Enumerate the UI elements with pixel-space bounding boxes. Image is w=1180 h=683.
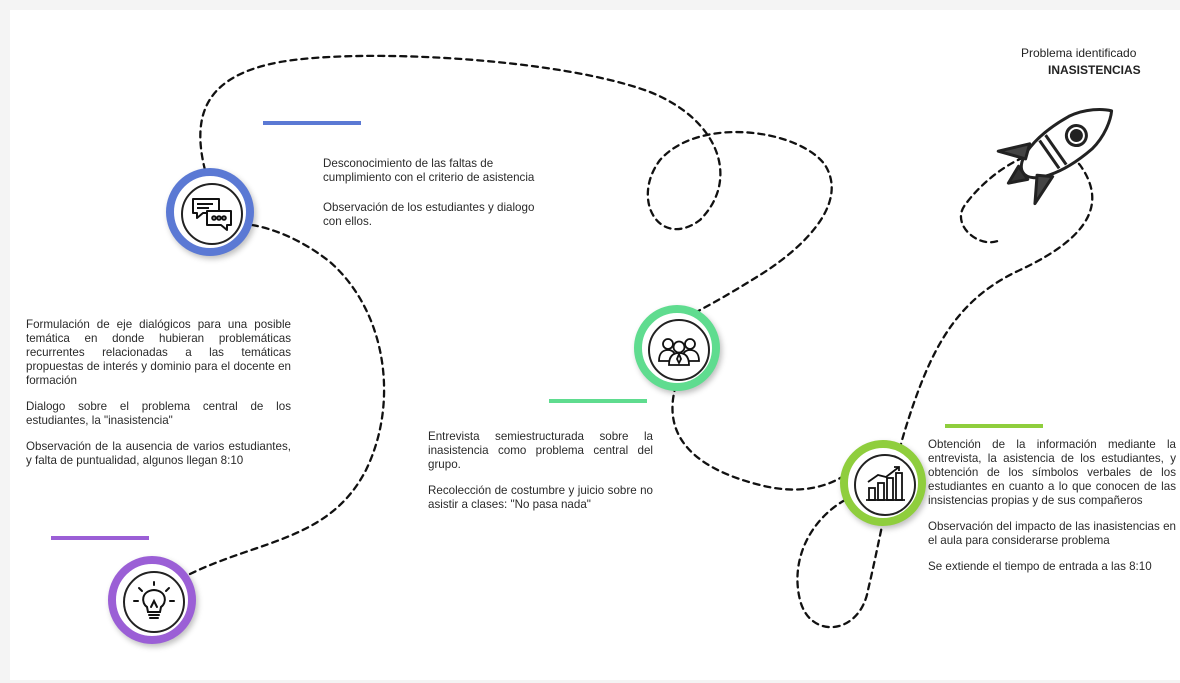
idea-paragraph: Formulación de eje dialógicos para una p…: [26, 318, 291, 387]
path-segment-lightbulb-to-chat: [188, 223, 386, 576]
growth-chart-icon: [854, 454, 916, 516]
idea-paragraph: Dialogo sobre el problema central de los…: [26, 400, 291, 427]
idea-text: Formulación de eje dialógicos para una p…: [26, 318, 291, 478]
problem-value: INASISTENCIAS: [1048, 63, 1141, 77]
interview-paragraph: Entrevista semiestructurada sobre la ina…: [428, 430, 653, 471]
idea-node: [108, 556, 196, 644]
rocket-icon: [996, 107, 1114, 206]
interview-paragraph: Recolección de costumbre y juicio sobre …: [428, 484, 653, 511]
interview-node: [634, 305, 720, 391]
dialogue-text: Desconocimiento de las faltas de cumplim…: [323, 157, 551, 239]
dialogue-paragraph: Observación de los estudiantes y dialogo…: [323, 201, 535, 228]
path-segment-people-to-growth: [671, 383, 854, 491]
results-paragraph: Observación del impacto de las inasisten…: [928, 520, 1176, 547]
chat-bubbles-icon: [181, 183, 243, 245]
path-segment-growth-to-rocket: [796, 150, 1094, 629]
accent-bar-blue: [263, 121, 361, 125]
problem-title: Problema identificado: [1021, 46, 1137, 60]
results-paragraph: Se extiende el tiempo de entrada a las 8…: [928, 560, 1152, 573]
results-text: Obtención de la información mediante la …: [928, 438, 1176, 584]
accent-bar-purple: [51, 536, 149, 540]
problem-label: Problema identificado INASISTENCIAS: [1021, 45, 1141, 79]
interview-text: Entrevista semiestructurada sobre la ina…: [428, 430, 653, 522]
results-node: [840, 440, 926, 526]
lightbulb-icon: [123, 571, 185, 633]
accent-bar-green: [549, 399, 647, 403]
path-segment-chat-to-loop: [199, 54, 833, 320]
accent-bar-lime: [945, 424, 1043, 428]
dialogue-paragraph: Desconocimiento de las faltas de cumplim…: [323, 157, 535, 184]
results-paragraph: Obtención de la información mediante la …: [928, 438, 1176, 507]
idea-paragraph: Observación de la ausencia de varios est…: [26, 440, 291, 467]
dialogue-node: [166, 168, 254, 256]
group-people-icon: [648, 319, 710, 381]
